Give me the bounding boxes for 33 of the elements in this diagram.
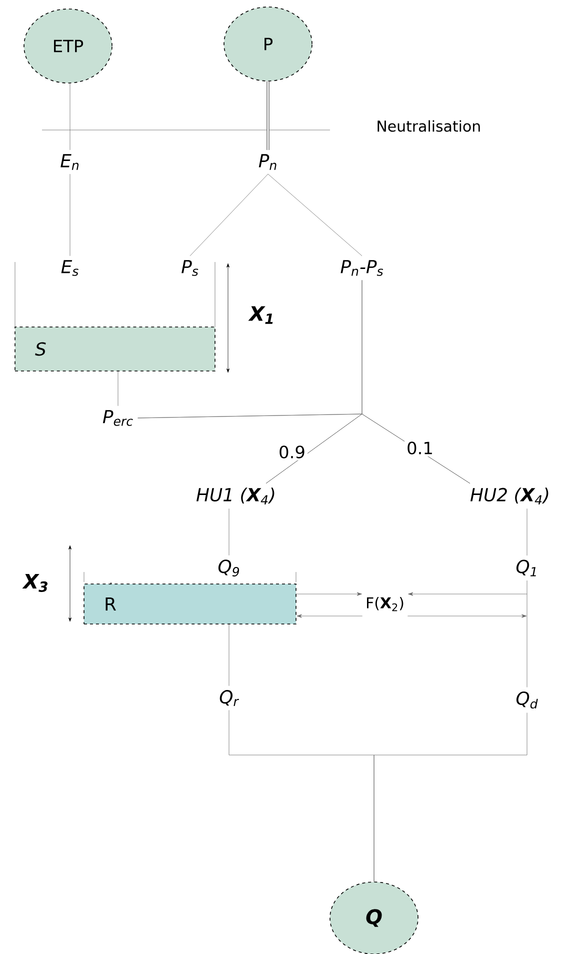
arrow <box>296 614 363 618</box>
connector-line <box>526 580 528 688</box>
store-box: S <box>14 326 216 372</box>
variable-label: P$_{n}$-P$_{s}$ <box>340 260 384 276</box>
annotation-label: Neutralisation <box>378 120 480 132</box>
variable-label: P$_{n}$ <box>258 154 276 170</box>
connector-line <box>138 414 470 484</box>
arrow <box>407 614 527 618</box>
variable-label: E$_{s}$ <box>61 260 78 276</box>
variable-label: P$_{s}$ <box>182 260 198 276</box>
connector-line <box>190 174 268 256</box>
variable-label: Q$_{d}$ <box>516 691 538 709</box>
variable-label: HU1 (X$_{4}$) <box>196 488 274 504</box>
variable-label: Q$_{9}$ <box>218 560 240 576</box>
parameter-label: X$_{3}$ <box>22 574 48 592</box>
connector-line <box>268 174 362 256</box>
connector-line <box>526 508 528 556</box>
reservoir-box: R <box>84 584 296 624</box>
variable-label: E$_{n}$ <box>60 154 79 170</box>
connector-line <box>374 712 528 882</box>
connector-line <box>228 508 230 556</box>
arrow <box>408 592 528 596</box>
arrow <box>296 592 362 596</box>
variable-label: Q$_{r}$ <box>220 690 240 706</box>
edge-label: 0.9 <box>276 444 308 460</box>
parameter-label: X$_{1}$ <box>248 306 273 324</box>
variable-label: HU2 (X$_{4}$) <box>470 488 548 504</box>
connector-line <box>266 81 270 150</box>
edge-label: 0.1 <box>404 440 436 456</box>
connector-line <box>228 624 230 686</box>
variable-label: Q$_{1}$ <box>516 560 536 576</box>
exchange-label: F(X$_{2}$) <box>367 596 404 612</box>
variable-label: P$_{erc}$ <box>102 410 133 426</box>
